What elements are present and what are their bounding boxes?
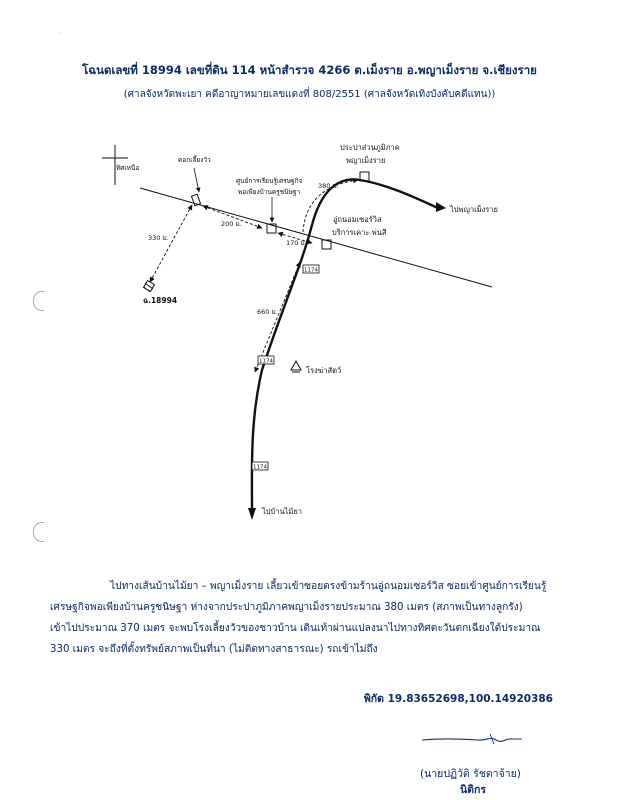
- description-line-4: 330 เมตร จะถึงที่ตั้งทรัพย์สภาพเป็นที่นา…: [50, 644, 378, 655]
- description-line-2: เศรษฐกิจพอเพียงบ้านครูชนิษฐา ห่างจากประป…: [50, 602, 523, 613]
- pointer-cattle-pen: [193, 167, 201, 193]
- signer-name: (นายปฏิวัติ รัชตาจ้าย): [420, 768, 521, 780]
- document-subtitle: (ศาลจังหวัดพะเยา คดีอาญาหมายเลขแดงที่ 80…: [123, 89, 496, 100]
- garage-icon: [321, 239, 332, 250]
- svg-text:1174: 1174: [259, 359, 273, 365]
- distance-label-660: 660 ม.: [257, 308, 278, 316]
- north-label: ทิศเหนือ: [116, 164, 139, 172]
- cattle-pen-label: คอกเลี้ยงวัว: [178, 155, 211, 164]
- distance-label-170: 170 ม.: [286, 239, 307, 247]
- water-supply-office-icon: [359, 171, 370, 182]
- distance-label-330: 330 ม.: [148, 234, 169, 242]
- to-phaya-mengrai-label: ไปพญาเม็งราย: [449, 204, 498, 214]
- arrow-to-phaya-mengrai-icon: [436, 202, 446, 212]
- slaughterhouse-label: โรงฆ่าสัตว์: [306, 366, 341, 375]
- binder-hole-mark: [33, 522, 44, 542]
- road-1174-shield: 1174: [251, 461, 269, 471]
- binder-hole-mark: [33, 291, 44, 311]
- garage-label-2: บริการเคาะ พ่นสี: [332, 228, 387, 237]
- water-supply-label-1: ประปาส่วนภูมิภาค: [340, 143, 400, 152]
- document-title: โฉนดเลขที่ 18994 เลขที่ดิน 114 หน้าสำรวจ…: [82, 63, 537, 77]
- description-line-1: ไปทางเส้นบ้านไม้ยา – พญาเม็งราย เลี้ยวเข…: [110, 581, 547, 592]
- distance-line-330: [149, 204, 193, 283]
- garage-label-1: อู่ถนอมเซอร์วิส: [333, 215, 382, 224]
- distance-line-380: [302, 177, 359, 233]
- description-line-3: เข้าไปประมาณ 370 เมตร จะพบโรงเลี้ยงวัวขอ…: [50, 623, 541, 634]
- distance-line-200: [202, 205, 263, 229]
- distance-line-170: [277, 231, 313, 245]
- deed-label: ฉ.18994: [143, 296, 177, 305]
- north-arrow-icon: [102, 145, 128, 185]
- gps-coordinates: พิกัด 19.83652698,100.14920386: [363, 693, 553, 705]
- distance-label-380: 380 ม.: [318, 182, 339, 190]
- route-description: ไปทางเส้นบ้านไม้ยา – พญาเม็งราย เลี้ยวเข…: [50, 576, 580, 660]
- svg-text:1174: 1174: [304, 268, 318, 274]
- signer-position: นิติกร: [460, 784, 486, 796]
- slaughterhouse-icon: [290, 359, 302, 373]
- distance-line-660: [254, 261, 301, 373]
- location-map: ทิศเหนือ 1174 1174 1174 คอกเลี้ยงวัว ศูน…: [102, 143, 498, 520]
- learning-center-label-2: พอเพียงบ้านครูชนิษฐา: [238, 188, 300, 196]
- arrow-to-ban-mai-ya-icon: [248, 508, 256, 520]
- to-ban-mai-ya-label: ไปบ้านไม้ยา: [261, 507, 302, 516]
- road-1174-shield: 1174: [257, 355, 275, 365]
- learning-center-label-1: ศูนย์การเรียนรู้เศรษฐกิจ: [236, 177, 303, 185]
- water-supply-label-2: พญาเม็งราย: [346, 155, 385, 165]
- handwritten-signature: [421, 733, 522, 745]
- distance-label-200: 200 ม.: [221, 220, 242, 228]
- svg-text:1174: 1174: [253, 465, 267, 471]
- cattle-pen-icon: [190, 193, 202, 207]
- highway-1174-line: [250, 178, 439, 511]
- learning-center-icon: [266, 223, 277, 234]
- deed-land-parcel-icon: [142, 279, 156, 293]
- road-1174-shield: 1174: [302, 264, 320, 274]
- scan-speck: ·: [58, 30, 60, 37]
